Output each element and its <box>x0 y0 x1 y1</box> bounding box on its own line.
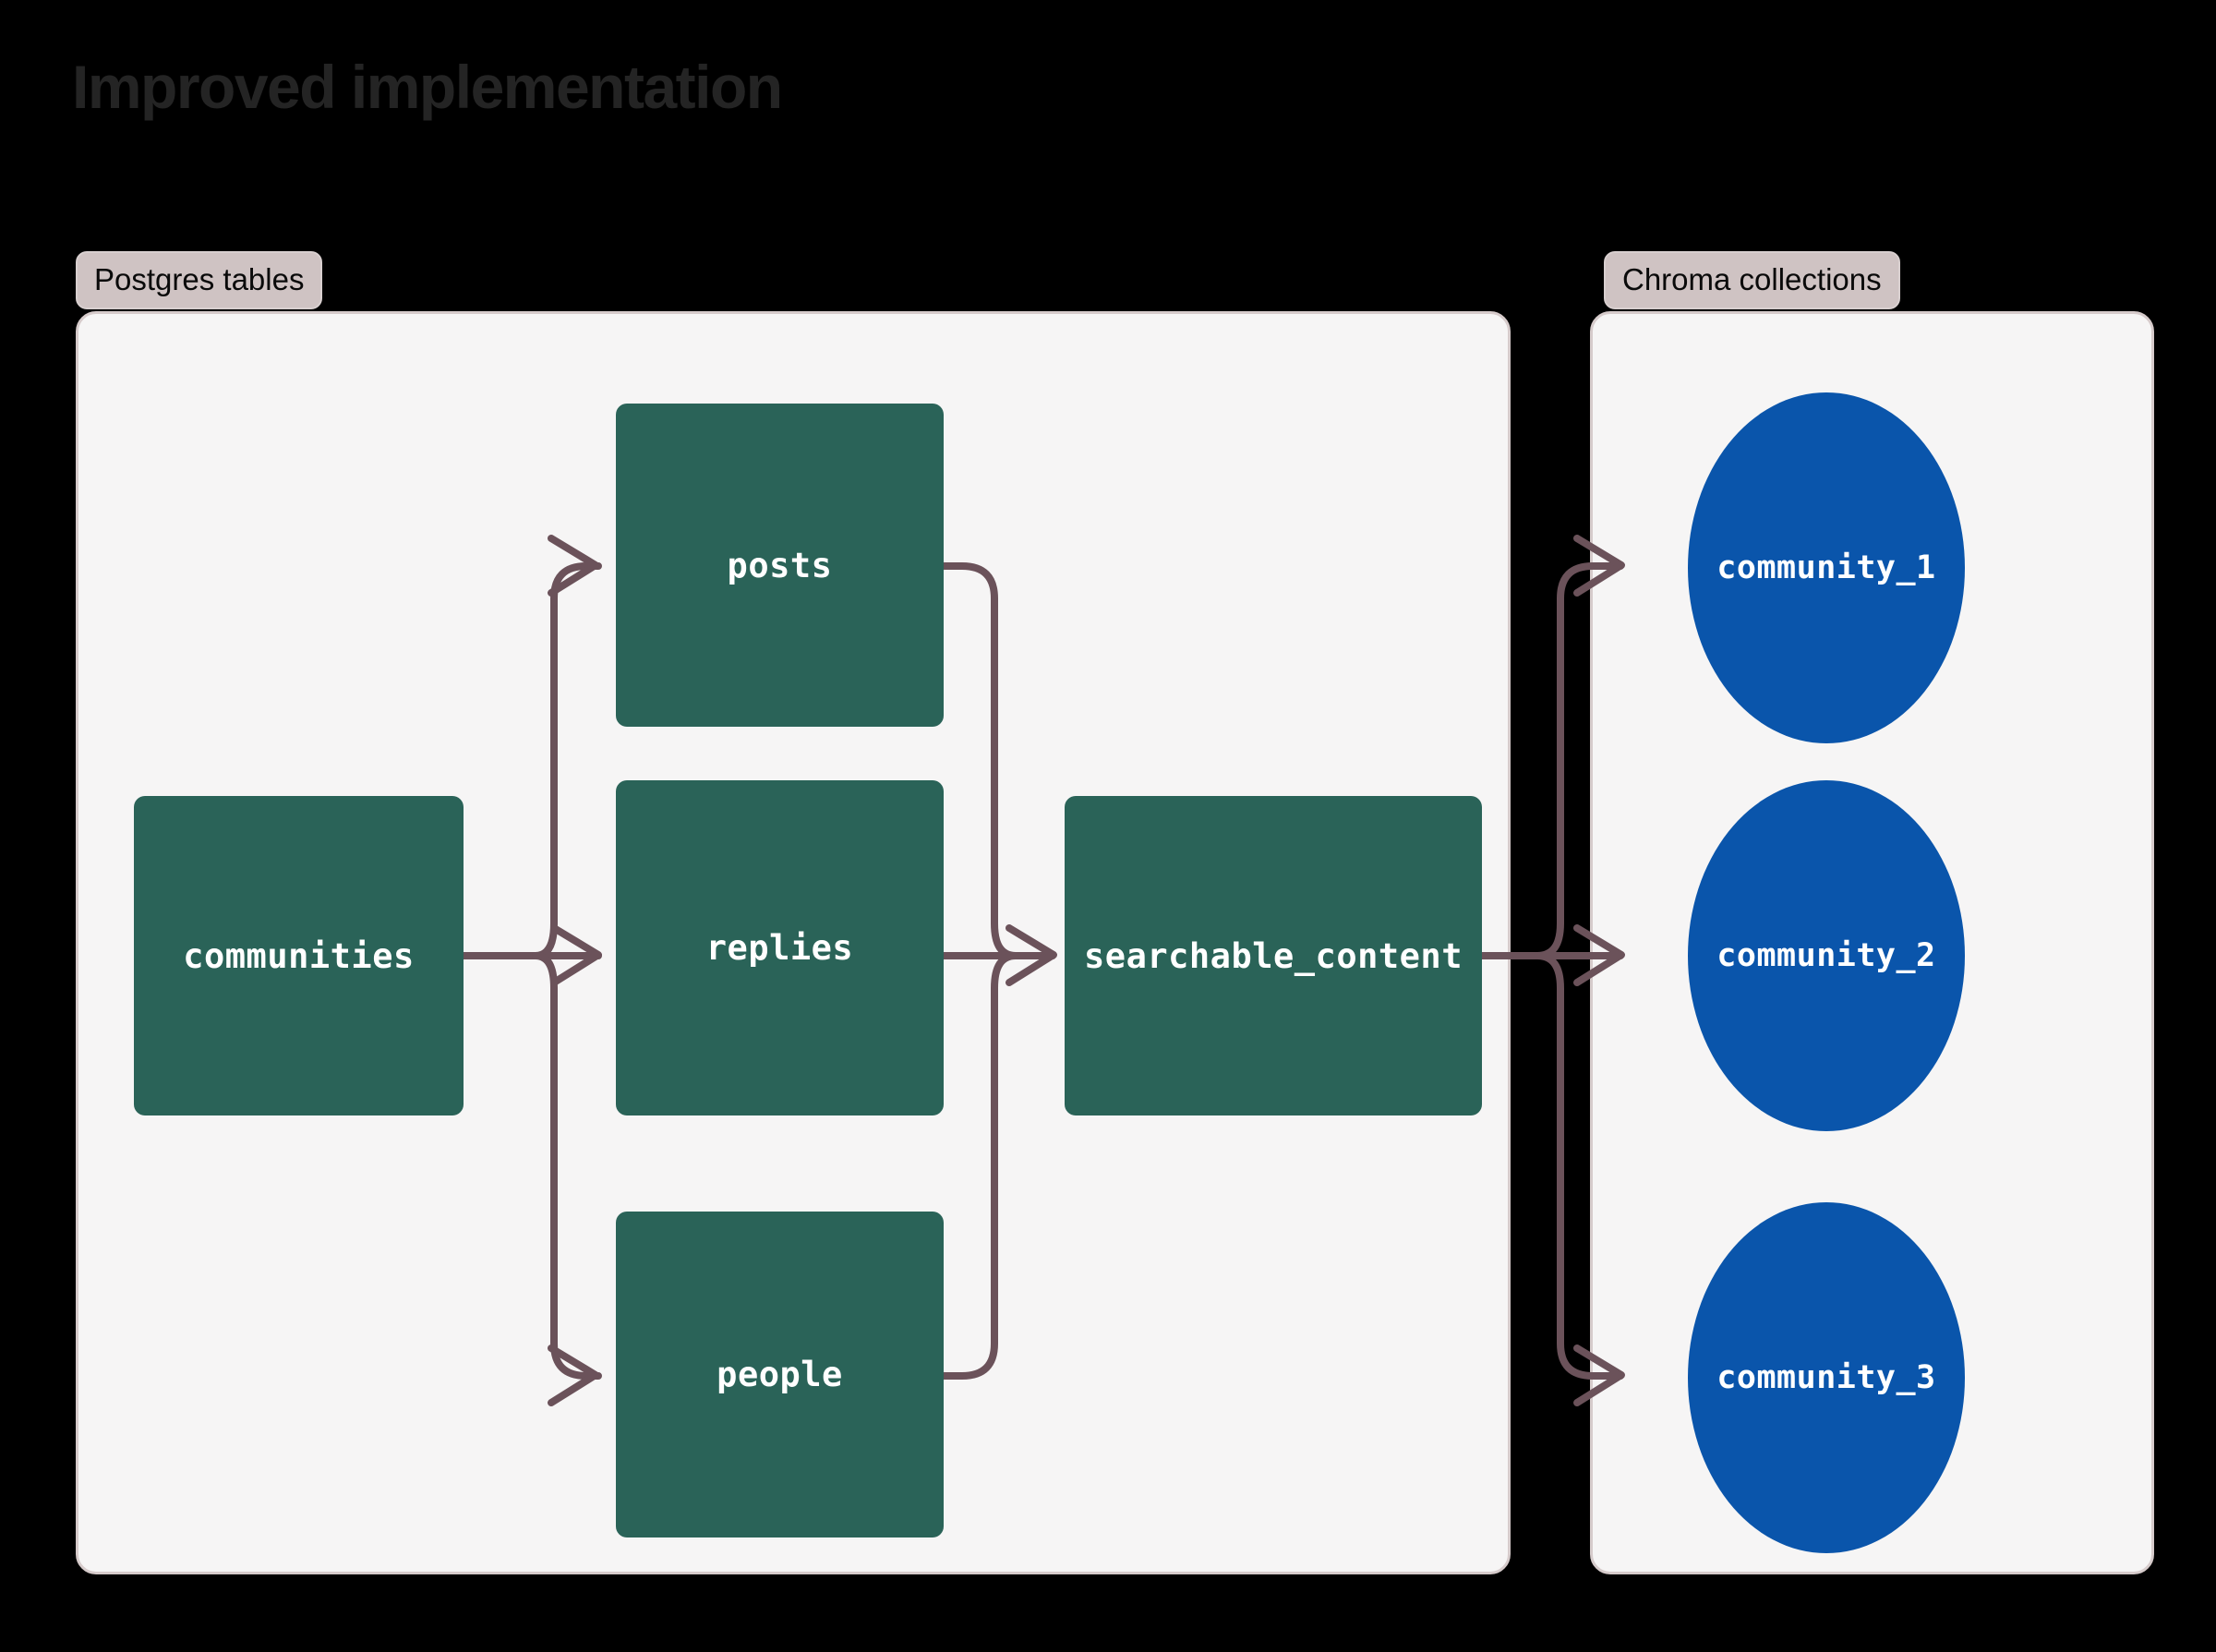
node-people[interactable]: people <box>616 1212 944 1537</box>
node-posts[interactable]: posts <box>616 404 944 727</box>
panel-label-chroma-collections: Chroma collections <box>1604 251 1900 309</box>
page-title: Improved implementation <box>72 53 783 121</box>
node-community-3[interactable]: community_3 <box>1688 1202 1965 1553</box>
node-communities[interactable]: communities <box>134 796 464 1115</box>
panel-label-postgres-tables: Postgres tables <box>76 251 323 309</box>
node-replies[interactable]: replies <box>616 780 944 1115</box>
node-searchable-content[interactable]: searchable_content <box>1065 796 1482 1115</box>
node-community-2[interactable]: community_2 <box>1688 780 1965 1131</box>
node-community-1[interactable]: community_1 <box>1688 392 1965 743</box>
